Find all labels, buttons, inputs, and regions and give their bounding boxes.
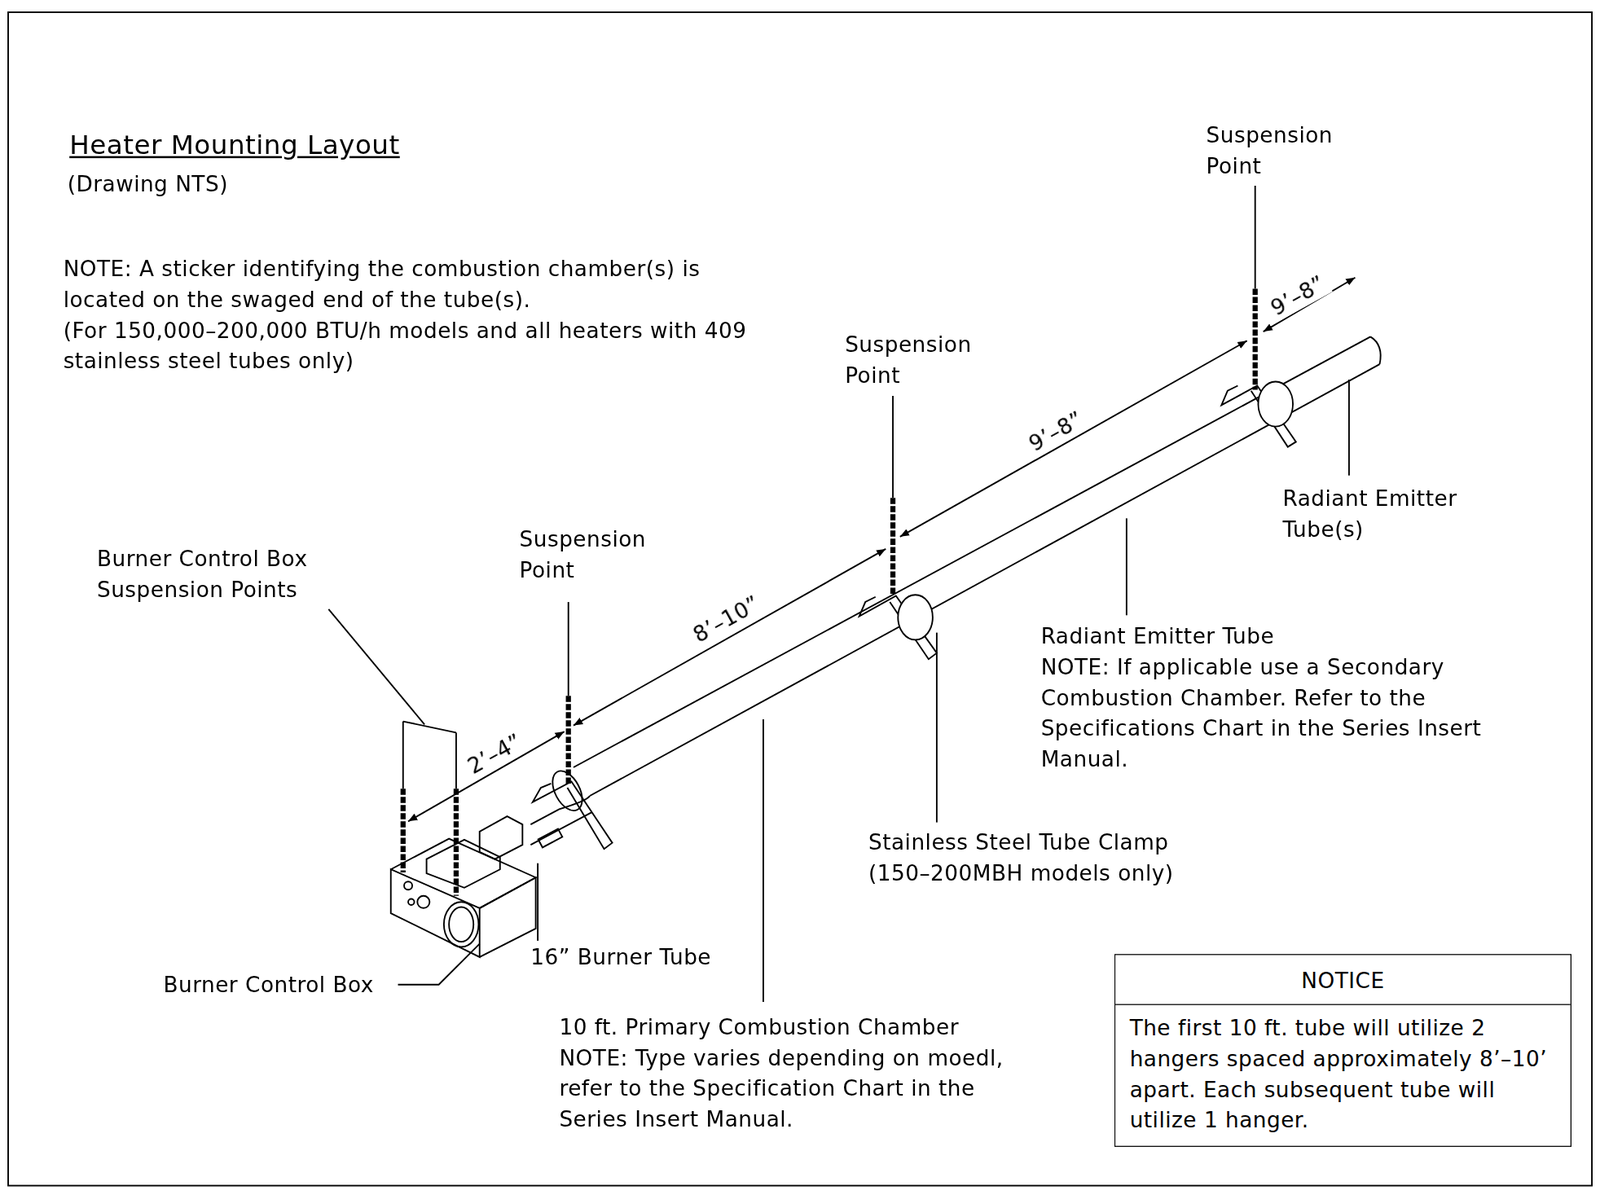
part-label: 16” Burner Tube [530, 941, 712, 973]
note-text: (Drawing NTS) [67, 169, 229, 201]
suspension-label: Suspension Point [519, 524, 647, 586]
note-text: NOTE: A sticker identifying the combusti… [63, 254, 779, 316]
sheet-frame [8, 12, 1592, 1186]
suspension-label: Suspension Point [844, 329, 972, 392]
part-label: Radiant Emitter Tube(s) [1283, 483, 1503, 546]
burner-tube [530, 765, 592, 848]
notice-body: The first 10 ft. tube will utilize 2 han… [1115, 1005, 1571, 1147]
note-text: NOTE: If applicable use a Secondary Comb… [1041, 651, 1521, 774]
suspension-chains [403, 288, 1256, 896]
notice-box: NOTICEThe first 10 ft. tube will utilize… [1114, 953, 1572, 1148]
note-text: (150–200MBH models only) [868, 857, 1174, 889]
tube-clamps [897, 381, 1293, 640]
notice-heading: NOTICE [1115, 954, 1571, 1005]
note-text: (For 150,000–200,000 BTU/h models and al… [63, 315, 779, 377]
dimension-text: 9’–8” [1264, 269, 1332, 322]
note-text: NOTE: Type varies depending on moedl, re… [558, 1042, 1008, 1135]
suspension-label: Suspension Point [1206, 120, 1333, 182]
dimension-text: 8’–10” [686, 589, 767, 650]
dimension-text: 2’–4” [461, 727, 529, 780]
tube-hangers [532, 385, 1297, 849]
part-label: Burner Control Box Suspension Points [96, 544, 352, 606]
dimension-text: 9’–8” [1022, 405, 1091, 458]
part-label: 10 ft. Primary Combustion Chamber [558, 1012, 959, 1044]
drawing-title: Heater Mounting Layout [69, 129, 400, 161]
part-label: Burner Control Box [162, 969, 374, 1001]
burner-control-box [391, 816, 537, 958]
part-label: Stainless Steel Tube Clamp [868, 827, 1170, 859]
part-label: Radiant Emitter Tube [1041, 621, 1275, 653]
